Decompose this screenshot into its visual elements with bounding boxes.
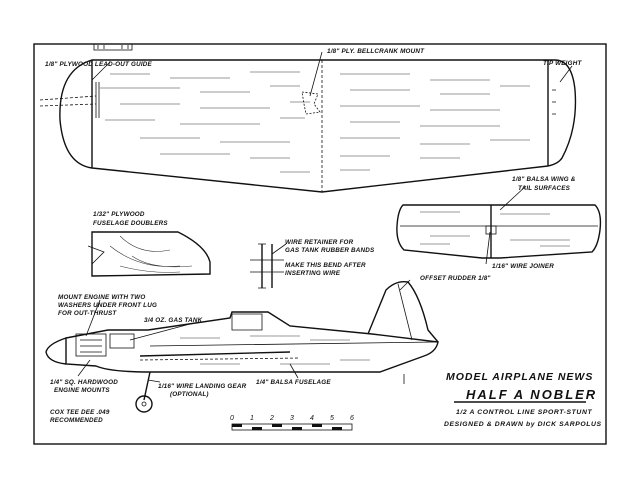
label-tip-weight: TIP WEIGHT <box>543 60 582 67</box>
scale-tick-1: 1 <box>250 415 254 422</box>
label-mounts-1: 1/4" SQ. HARDWOOD <box>50 379 118 386</box>
scale-tick-4: 4 <box>310 415 314 422</box>
label-engine-3: FOR OUT-THRUST <box>58 310 117 317</box>
landing-gear <box>135 371 153 413</box>
label-landing-2: (OPTIONAL) <box>170 391 209 398</box>
label-doublers-2: FUSELAGE DOUBLERS <box>93 220 168 227</box>
label-engine-rec-1: COX TEE DEE .049 <box>50 409 110 416</box>
label-gas-tank: 3/4 OZ. GAS TANK <box>144 317 203 324</box>
title-block: MODEL AIRPLANE NEWS HALF A NOBLER 1/2 A … <box>444 371 602 428</box>
plan-credit: DESIGNED & DRAWN by DICK SARPOLUS <box>444 421 602 428</box>
publication-name: MODEL AIRPLANE NEWS <box>446 371 593 383</box>
scale-tick-2: 2 <box>269 415 274 422</box>
scale-tick-3: 3 <box>290 415 294 422</box>
label-wire-joiner: 1/16" WIRE JOINER <box>492 263 554 270</box>
label-doublers-1: 1/32" PLYWOOD <box>93 211 145 218</box>
label-retainer-2: GAS TANK RUBBER BANDS <box>285 247 375 254</box>
wire-retainer-detail <box>250 243 287 289</box>
label-engine-rec-2: RECOMMENDED <box>50 417 103 424</box>
label-leadout-guide: 1/8" PLYWOOD LEAD-OUT GUIDE <box>45 61 153 68</box>
label-engine-2: WASHERS UNDER FRONT LUG <box>58 302 157 309</box>
label-bellcrank-mount: 1/8" PLY. BELLCRANK MOUNT <box>327 48 425 55</box>
label-balsa-wing-2: TAIL SURFACES <box>518 185 571 192</box>
label-mounts-2: ENGINE MOUNTS <box>54 387 110 394</box>
label-engine-1: MOUNT ENGINE WITH TWO <box>58 294 145 301</box>
label-balsa-wing-1: 1/8" BALSA WING & <box>512 176 576 183</box>
fuselage-doubler <box>87 231 211 277</box>
scale-tick-0: 0 <box>230 415 234 422</box>
plan-title: HALF A NOBLER <box>466 387 597 402</box>
scale-bar: 0 1 2 3 4 5 6 <box>230 415 354 431</box>
label-bend-2: INSERTING WIRE <box>285 270 341 277</box>
label-fuselage: 1/4" BALSA FUSELAGE <box>256 379 331 386</box>
label-bend-1: MAKE THIS BEND AFTER <box>285 262 366 269</box>
label-landing-1: 1/16" WIRE LANDING GEAR <box>158 383 247 390</box>
label-offset-rudder: OFFSET RUDDER 1/8" <box>420 275 491 282</box>
leadout-guide-detail <box>93 43 133 51</box>
label-retainer-1: WIRE RETAINER FOR <box>285 239 354 246</box>
sheet-border <box>33 43 607 445</box>
wing-top-view <box>39 51 577 193</box>
scale-tick-6: 6 <box>350 415 354 422</box>
stabilizer-top-view <box>396 185 602 265</box>
scale-tick-5: 5 <box>330 415 334 422</box>
plan-subtitle: 1/2 A CONTROL LINE SPORT-STUNT <box>456 409 592 416</box>
